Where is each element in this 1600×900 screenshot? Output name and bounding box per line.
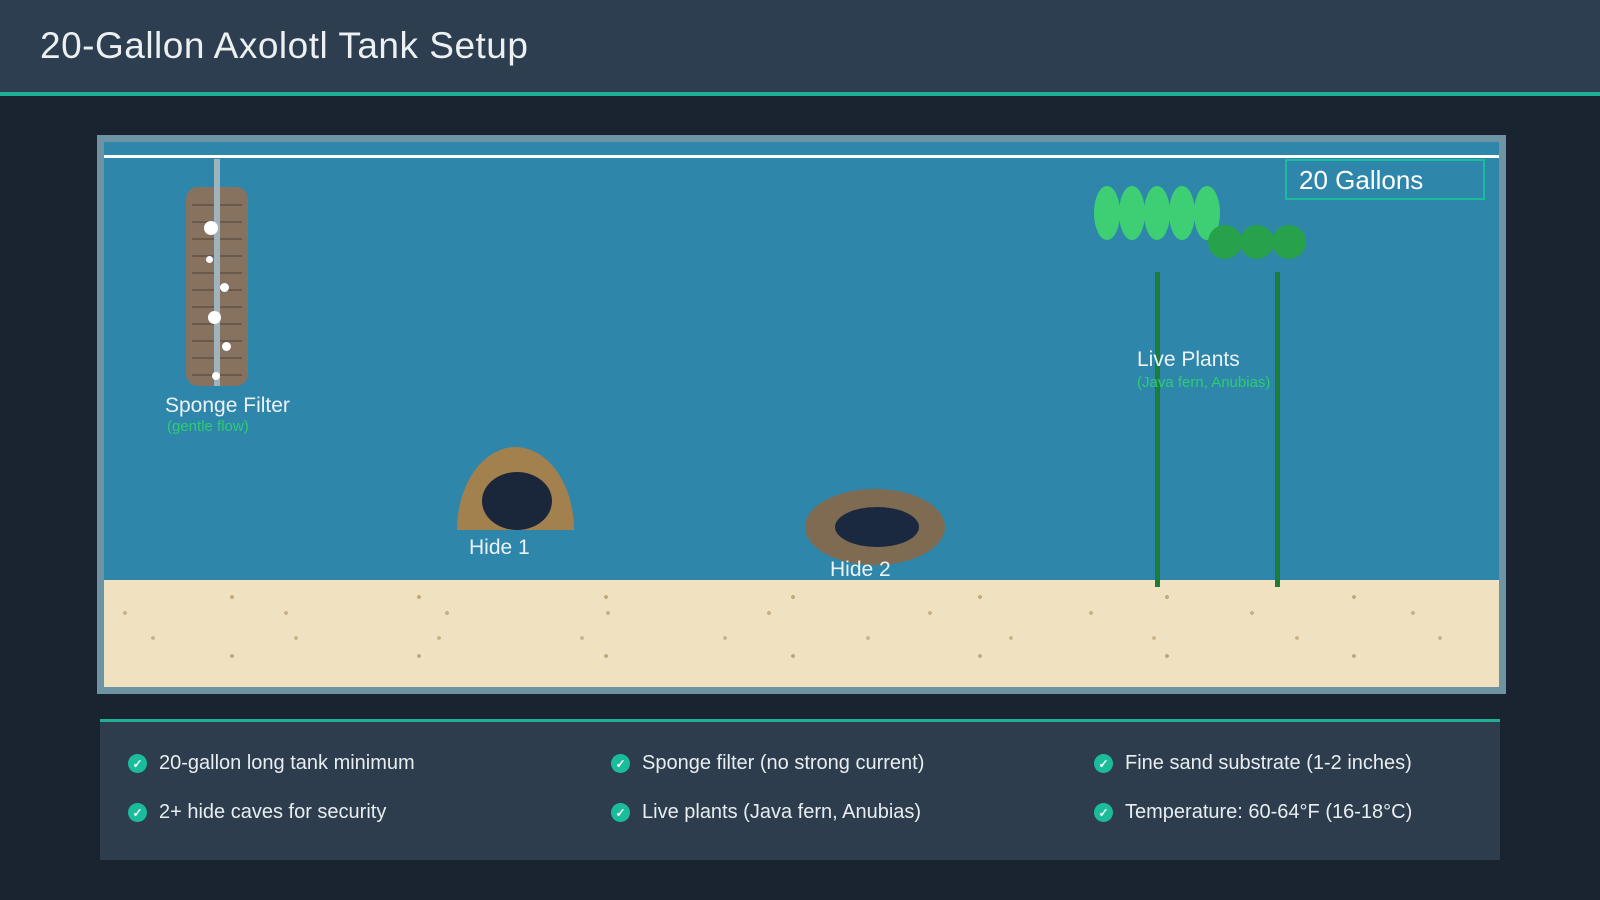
- checklist-item-label: 2+ hide caves for security: [159, 801, 387, 823]
- header: 20-Gallon Axolotl Tank Setup: [0, 0, 1600, 96]
- checklist-item: ✓ Live plants (Java fern, Anubias): [611, 788, 1094, 837]
- water-line: [104, 155, 1499, 158]
- bubble-icon: [222, 342, 231, 351]
- plant-leaf: [1208, 225, 1242, 259]
- check-icon: ✓: [128, 803, 147, 822]
- sponge-filter-label: Sponge Filter: [165, 394, 290, 417]
- hide-1-label: Hide 1: [469, 536, 530, 559]
- check-icon: ✓: [1094, 803, 1113, 822]
- live-plants-label: Live Plants: [1137, 348, 1240, 371]
- live-plants-sublabel: (Java fern, Anubias): [1137, 374, 1271, 391]
- checklist-column-2: ✓ Sponge filter (no strong current) ✓ Li…: [611, 739, 1094, 860]
- checklist-column-1: ✓ 20-gallon long tank minimum ✓ 2+ hide …: [128, 739, 611, 860]
- bubble-icon: [204, 221, 218, 235]
- checklist-panel: ✓ 20-gallon long tank minimum ✓ 2+ hide …: [100, 719, 1500, 860]
- checklist-item-label: Temperature: 60-64°F (16-18°C): [1125, 801, 1413, 823]
- plant-stem: [1275, 272, 1280, 587]
- hide-cave-1-entrance: [482, 472, 552, 530]
- checklist-item: ✓ Temperature: 60-64°F (16-18°C): [1094, 788, 1500, 837]
- checklist-item: ✓ Fine sand substrate (1-2 inches): [1094, 739, 1500, 788]
- checklist-item: ✓ 20-gallon long tank minimum: [128, 739, 611, 788]
- tank-diagram: Sponge Filter (gentle flow) Hide 1 Hide …: [97, 135, 1506, 694]
- check-icon: ✓: [128, 754, 147, 773]
- checklist-item-label: 20-gallon long tank minimum: [159, 752, 415, 774]
- plant-leaf: [1272, 225, 1306, 259]
- checklist-item-label: Fine sand substrate (1-2 inches): [1125, 752, 1412, 774]
- hide-2-label: Hide 2: [830, 558, 891, 581]
- plant-leaf: [1144, 186, 1170, 240]
- plant-leaf: [1240, 225, 1274, 259]
- check-icon: ✓: [611, 754, 630, 773]
- checklist-item-label: Live plants (Java fern, Anubias): [642, 801, 922, 823]
- checklist-item: ✓ Sponge filter (no strong current): [611, 739, 1094, 788]
- checklist-column-3: ✓ Fine sand substrate (1-2 inches) ✓ Tem…: [1094, 739, 1500, 860]
- bubble-icon: [208, 311, 221, 324]
- plant-stem: [1155, 272, 1160, 587]
- checklist-item: ✓ 2+ hide caves for security: [128, 788, 611, 837]
- sponge-filter-sublabel: (gentle flow): [167, 418, 249, 435]
- filter-tube: [214, 159, 220, 386]
- plant-leaf: [1169, 186, 1195, 240]
- check-icon: ✓: [611, 803, 630, 822]
- tank-volume-badge: 20 Gallons: [1285, 159, 1485, 200]
- bubble-icon: [212, 372, 220, 380]
- plant-leaf: [1094, 186, 1120, 240]
- check-icon: ✓: [1094, 754, 1113, 773]
- page-title: 20-Gallon Axolotl Tank Setup: [40, 25, 529, 66]
- sand-substrate: [104, 580, 1499, 687]
- hide-cave-2-entrance: [835, 507, 919, 547]
- bubble-icon: [220, 283, 229, 292]
- bubble-icon: [206, 256, 213, 263]
- plant-leaf: [1119, 186, 1145, 240]
- checklist-item-label: Sponge filter (no strong current): [642, 752, 925, 774]
